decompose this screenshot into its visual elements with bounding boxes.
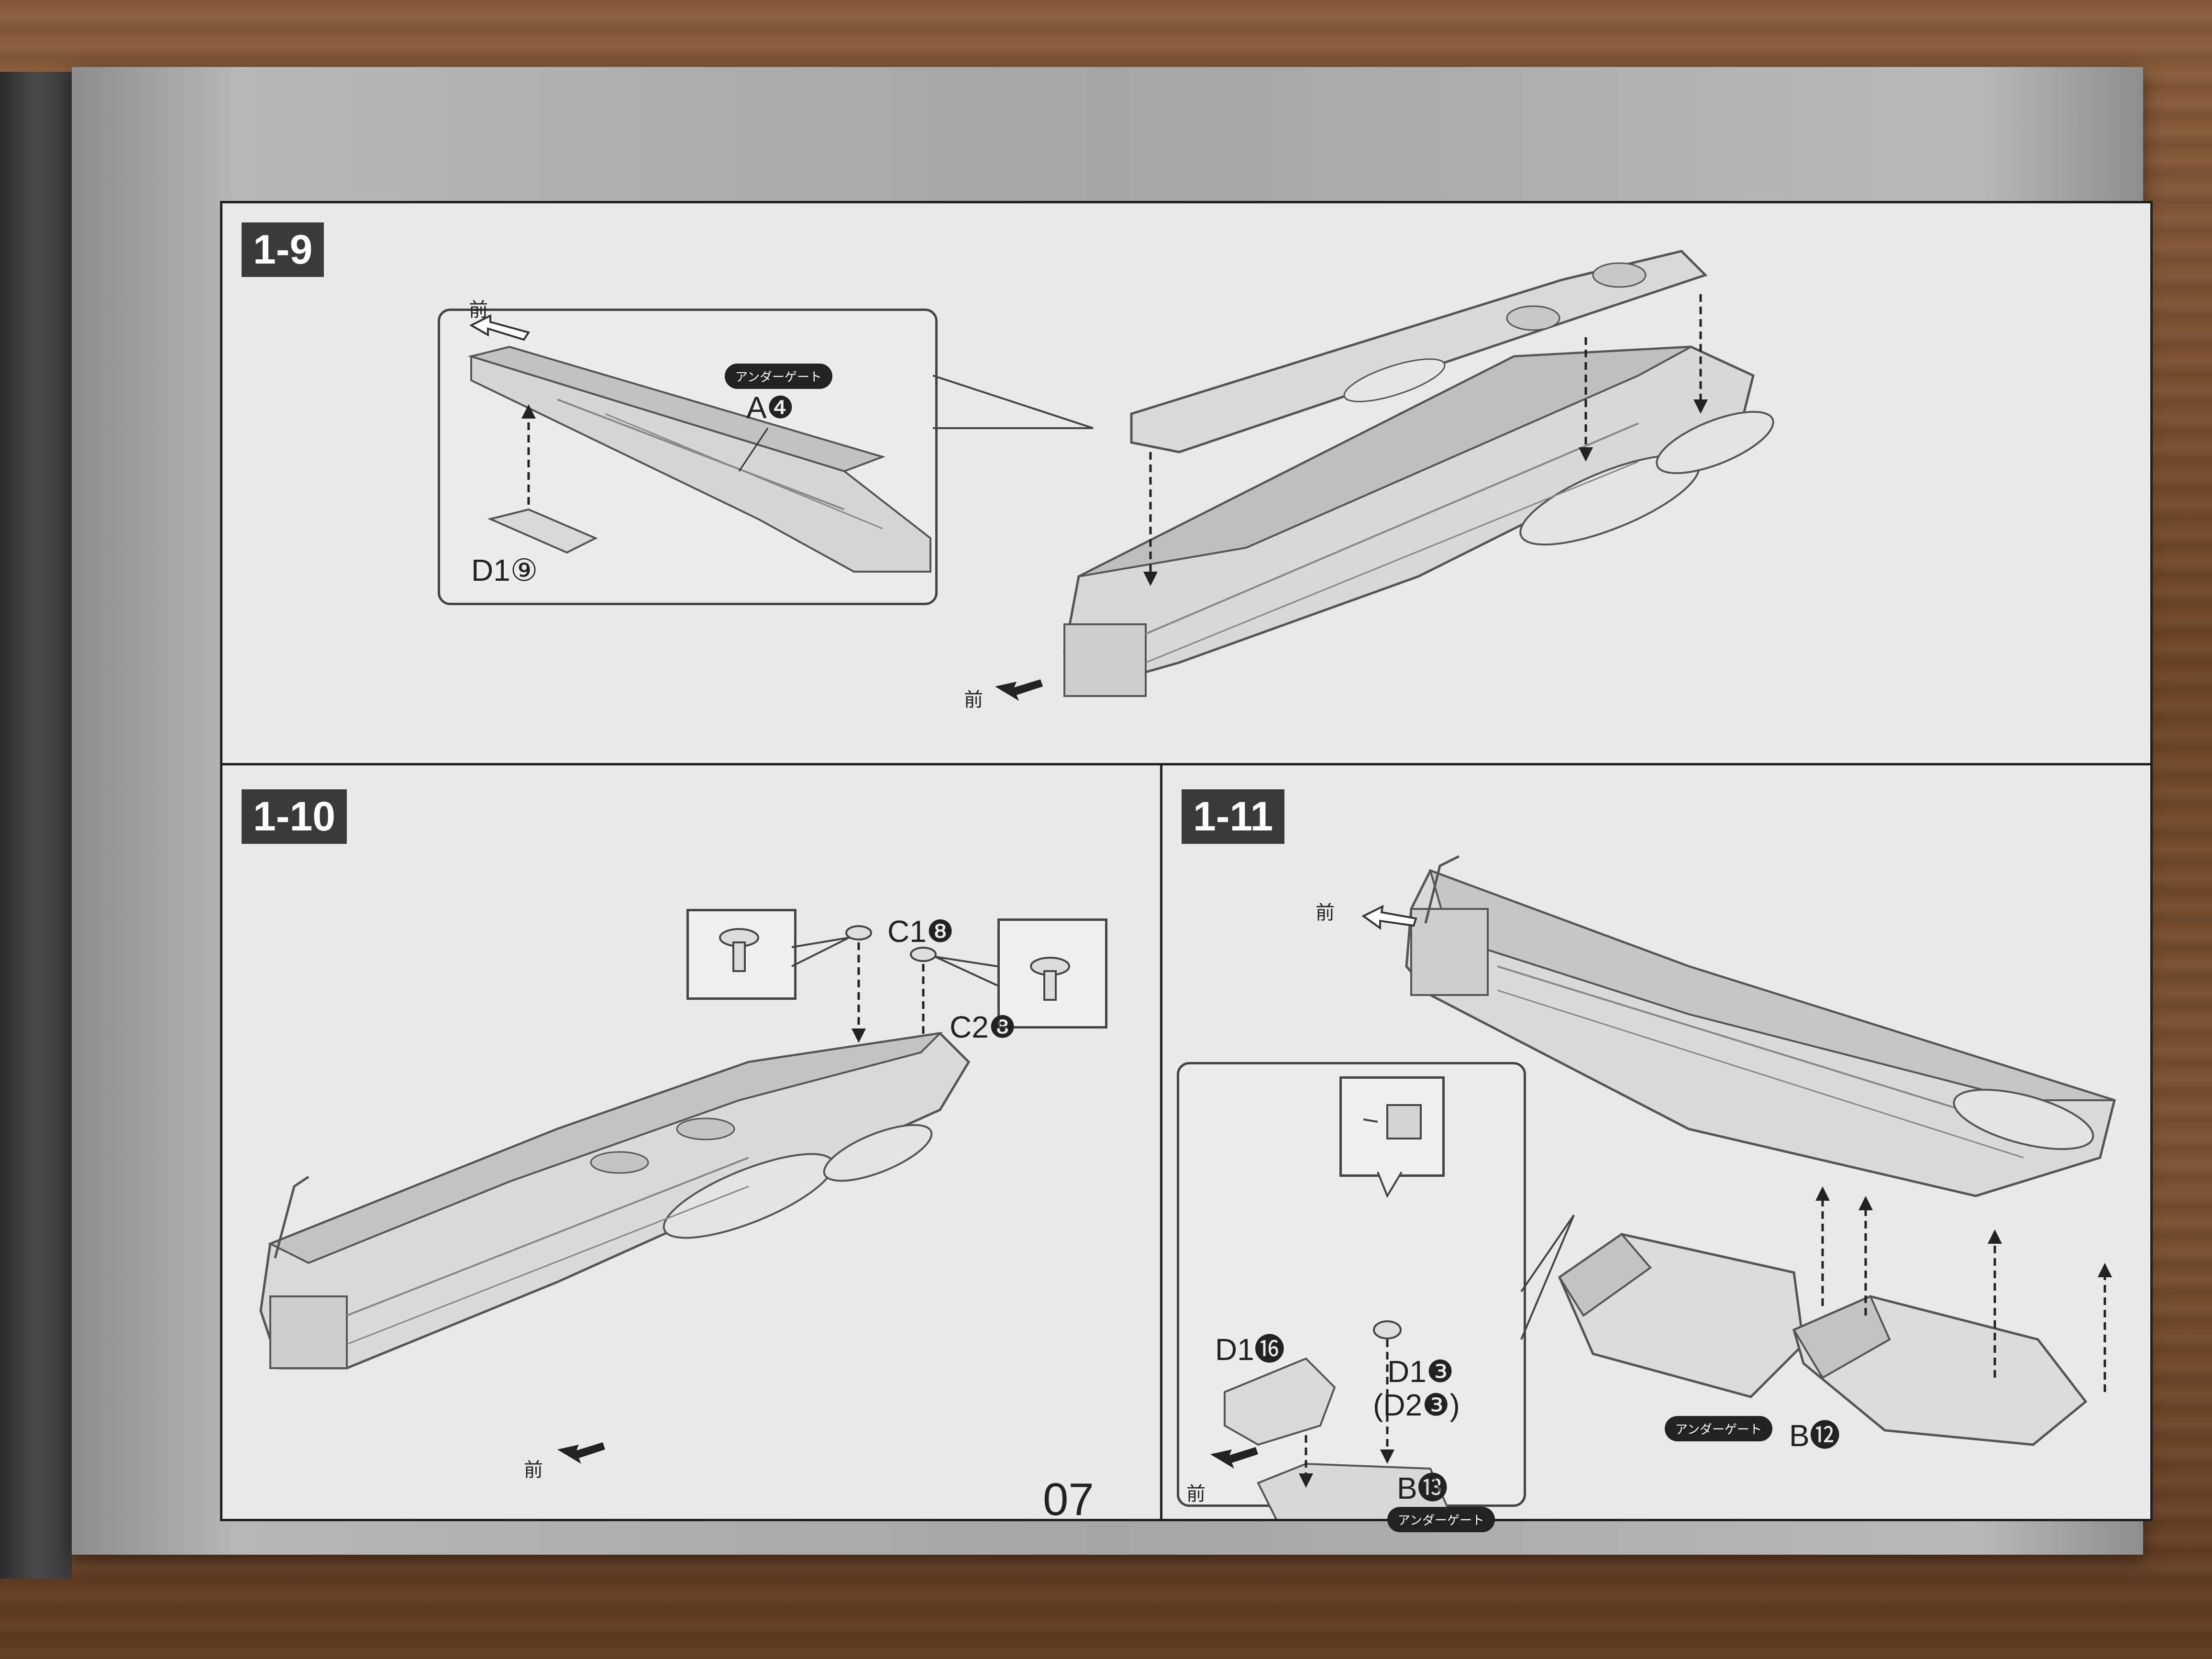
front-label: 前	[524, 1460, 543, 1481]
step-1-10-drawing	[259, 925, 1070, 1464]
detail-box-c1	[686, 909, 796, 1000]
step-number-badge: 1-11	[1182, 789, 1285, 844]
part-label-c1-8: C1❽	[887, 914, 954, 949]
part-label-b13: B⓭	[1397, 1471, 1448, 1505]
front-label-main: 前	[964, 689, 983, 710]
main-hull	[1063, 345, 1774, 697]
part-label-b12: B⓬	[1789, 1418, 1840, 1453]
part-label-d1-16: D1⓰	[1215, 1332, 1285, 1367]
step-panel-1-10: 1-10	[222, 765, 1162, 1519]
step-panel-1-9: 1-9	[222, 203, 2150, 765]
step-number-badge: 1-9	[242, 222, 324, 277]
booklet-spine	[0, 72, 72, 1579]
part-label-c2-8: C2❽	[950, 1010, 1017, 1044]
step-1-11-drawing	[1210, 855, 2116, 1519]
part-d1-16	[1224, 1357, 1336, 1446]
step-number-badge: 1-10	[242, 789, 347, 844]
part-label-a4: A❹	[746, 390, 795, 425]
front-label-top: 前	[1316, 902, 1335, 923]
hull-assembly	[259, 1032, 971, 1370]
deck-part	[1130, 250, 1708, 453]
front-arrow-solid	[1210, 1447, 1258, 1469]
front-arrow-solid	[995, 679, 1043, 701]
engine-housing-right	[1792, 1295, 2088, 1446]
part-label-d2-3: (D2❸)	[1373, 1388, 1460, 1422]
under-gate-badge-b13: アンダーゲート	[1387, 1507, 1495, 1532]
front-arrow-outline	[1361, 905, 1417, 930]
under-gate-badge-b12: アンダーゲート	[1665, 1416, 1772, 1441]
front-label-bottom: 前	[1186, 1483, 1206, 1504]
page-number: 07	[1043, 1474, 1094, 1525]
front-arrow-outline	[469, 314, 531, 341]
part-label-d1-3: D1❸	[1387, 1354, 1454, 1389]
step-panel-1-11: 1-11	[1162, 765, 2150, 1532]
instruction-page: 1-9	[220, 201, 2153, 1532]
under-gate-badge: アンダーゲート	[725, 364, 832, 389]
front-arrow-solid	[557, 1442, 605, 1464]
part-label-d1-9: D1⑨	[471, 553, 538, 587]
front-label-inset: 前	[469, 299, 488, 321]
instruction-booklet: 1-9	[72, 67, 2153, 1555]
inset-hull-part	[467, 345, 931, 573]
step-1-9-drawing	[467, 250, 1774, 701]
main-hull	[1405, 855, 2116, 1197]
engine-housing-left	[1558, 1233, 1805, 1398]
part-d1	[487, 508, 598, 554]
